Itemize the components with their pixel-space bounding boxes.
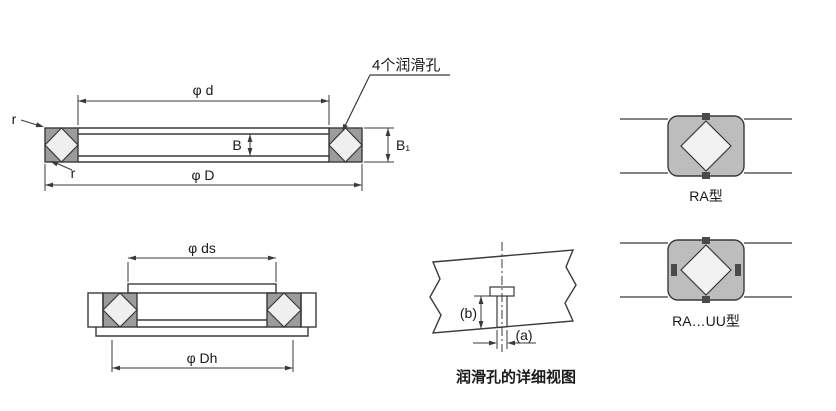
- roller-diamond: [680, 244, 732, 296]
- dim-outer-diameter-label: φ D: [191, 167, 214, 183]
- top-notch: [702, 113, 710, 120]
- radius-callout-bottom: r: [50, 161, 76, 181]
- arrowhead: [385, 128, 391, 136]
- type-icon-ra: RA型: [620, 113, 792, 204]
- arrowhead: [45, 182, 53, 188]
- type-ra-label: RA型: [689, 188, 722, 204]
- ring-band: [78, 127, 329, 163]
- arrowhead: [268, 255, 276, 261]
- arrowhead: [247, 148, 253, 156]
- roller-diamond: [102, 292, 138, 328]
- roller-diamond: [680, 120, 732, 172]
- right-ring-section: [328, 127, 363, 163]
- dim-a-label: (a): [515, 327, 532, 343]
- bottom-notch: [702, 172, 710, 179]
- top-notch: [702, 237, 710, 244]
- adjacent-surface-lines: [620, 118, 792, 174]
- detail-view: (b) (a) 润滑孔的详细视图: [429, 242, 577, 386]
- bottom-notch: [702, 296, 710, 303]
- right-seal: [735, 264, 741, 276]
- roller-diamond: [328, 127, 363, 163]
- dim-b-label: (b): [460, 305, 477, 321]
- adjacent-surface-lines: [620, 242, 792, 298]
- arrowhead: [478, 296, 484, 304]
- roller-diamond: [44, 127, 79, 163]
- arrowhead: [112, 365, 120, 371]
- type-icon-ra-uu: RA…UU型: [620, 237, 792, 329]
- dim-a: [473, 330, 536, 349]
- arrowhead: [35, 122, 44, 128]
- right-ring-section: [266, 292, 302, 328]
- dim-width-B-label: B: [232, 137, 241, 153]
- arrowhead: [321, 98, 329, 104]
- dim-housing-shoulder-label: φ Dh: [187, 350, 218, 366]
- dim-width-B1-label: B₁: [396, 137, 410, 153]
- front-view: φ d φ D B B₁ r: [12, 57, 450, 191]
- dim-inner-diameter-label: φ d: [193, 82, 214, 98]
- left-seal: [671, 264, 677, 276]
- dim-inner-diameter: [77, 95, 330, 125]
- dim-shaft-shoulder: [127, 255, 277, 282]
- dim-width-B: [247, 134, 253, 156]
- radius-bottom-label: r: [71, 165, 76, 181]
- arrowhead: [128, 255, 136, 261]
- arrowhead: [50, 161, 59, 167]
- arrowhead: [78, 98, 86, 104]
- ring-wall-section: [429, 249, 577, 334]
- dim-housing-shoulder: [111, 340, 294, 372]
- arrowhead: [342, 123, 348, 132]
- arrowhead: [385, 154, 391, 162]
- shaft-and-housing-outline: [87, 283, 317, 337]
- arrowhead: [354, 182, 362, 188]
- dim-shaft-shoulder-label: φ ds: [188, 240, 216, 256]
- radius-callout-top: r: [12, 111, 44, 128]
- dim-outer-diameter: [44, 164, 363, 191]
- left-ring-section: [44, 127, 79, 163]
- arrowhead: [247, 134, 253, 142]
- left-ring-section: [102, 292, 138, 328]
- arrowhead: [285, 365, 293, 371]
- dim-b: [474, 295, 490, 329]
- lube-holes-label: 4个润滑孔: [372, 57, 440, 74]
- radius-top-label: r: [12, 111, 17, 127]
- type-ra-uu-label: RA…UU型: [672, 313, 740, 329]
- detail-view-caption: 润滑孔的详细视图: [456, 368, 576, 386]
- arrowhead: [489, 340, 497, 346]
- arrowhead: [507, 340, 515, 346]
- roller-diamond: [266, 292, 302, 328]
- mounting-view: φ ds φ Dh: [87, 240, 317, 372]
- arrowhead: [478, 321, 484, 329]
- lube-holes-callout: 4个润滑孔: [342, 57, 450, 132]
- dim-width-B1: [364, 127, 394, 163]
